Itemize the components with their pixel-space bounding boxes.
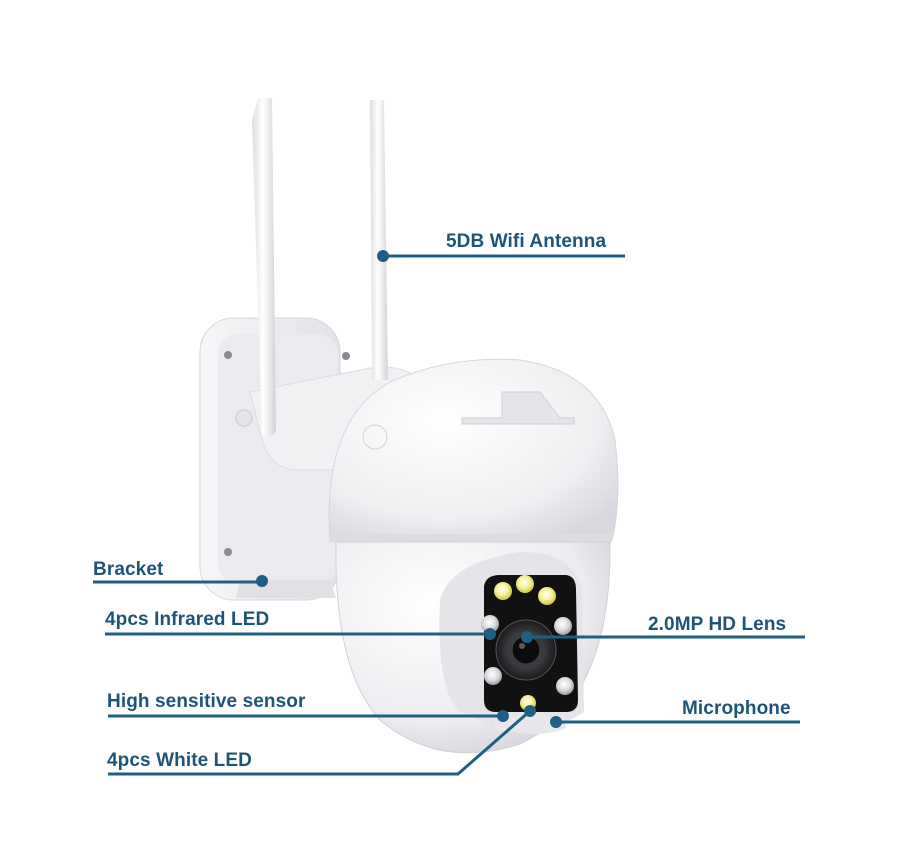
callout-infrared-led: 4pcs Infrared LED [105,609,270,630]
callout-bracket: Bracket [93,559,164,580]
lens-panel [481,575,578,712]
callout-white-led: 4pcs White LED [107,750,252,771]
callout-sensor: High sensitive sensor [107,691,306,712]
leader-dots [256,250,562,728]
dome [328,358,619,542]
callout-hd-lens: 2.0MP HD Lens [648,614,787,635]
antennas [235,98,388,438]
callout-microphone: Microphone [682,698,791,719]
callout-antenna: 5DB Wifi Antenna [446,231,607,252]
leader-lines [93,254,805,776]
